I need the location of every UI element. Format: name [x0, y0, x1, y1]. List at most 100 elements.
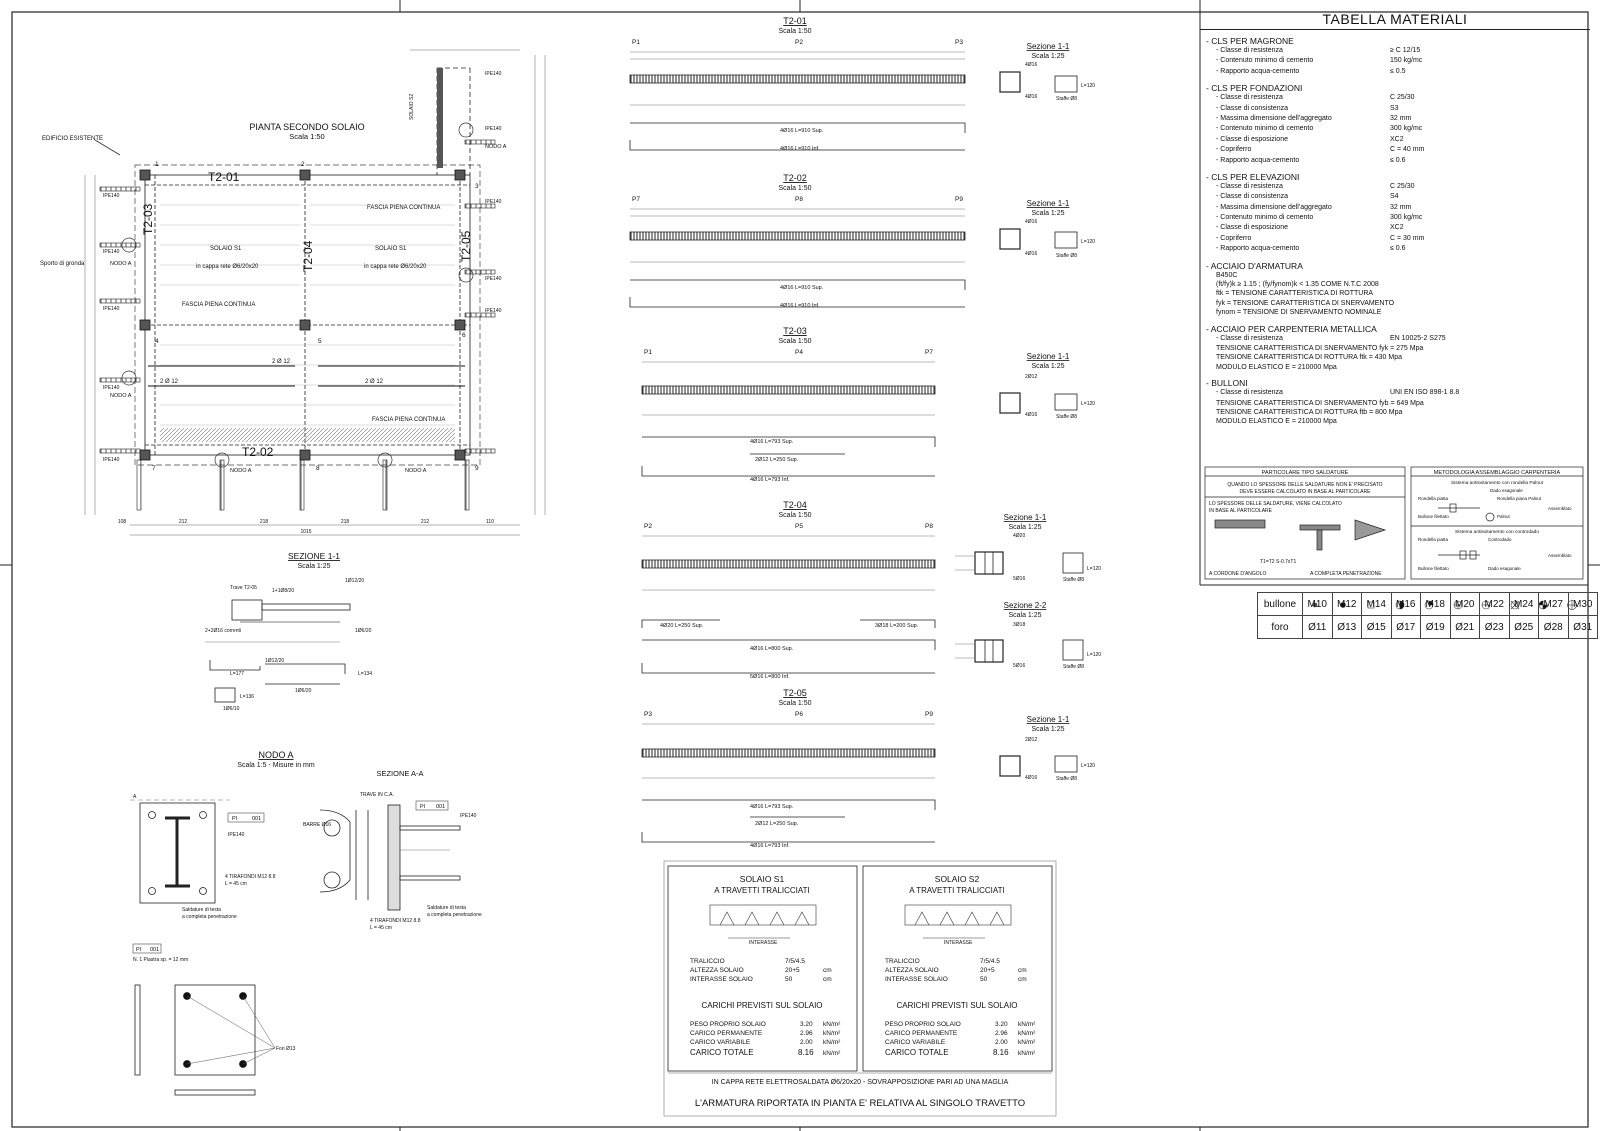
nodo-title: NODO A — [258, 750, 293, 760]
carico-value: 3.20 — [800, 1021, 813, 1028]
rebar-note: 1Ø12/20 — [265, 658, 284, 664]
beam-label-t2-02: T2-02 — [242, 445, 274, 459]
stirrup-length: L=120 — [1081, 239, 1095, 245]
beam-title: T2-05 — [783, 688, 807, 698]
support-label: P3 — [955, 39, 963, 46]
materials-line: fyk = TENSIONE CARATTERISTICA DI SNERVAM… — [1216, 299, 1395, 307]
support-label: P5 — [795, 523, 803, 530]
rebar-inf-label: 4Ø16 L=793 Inf. — [750, 477, 790, 483]
carico-unit: kN/m² — [823, 1021, 841, 1028]
solaio-row-value: 20+5 — [980, 967, 995, 974]
carico-value: 2.96 — [995, 1030, 1008, 1037]
materials-value: 32 mm — [1390, 114, 1412, 122]
rebar-note: 1Ø6/20 — [355, 628, 372, 634]
stirrup-length: L=120 — [1081, 83, 1095, 89]
tirafondi-length: L = 45 cm — [225, 881, 247, 887]
section-bar-label: 2Ø12 — [1025, 737, 1037, 743]
saldature-note: DEVE ESSERE CALCOLATO IN BASE AL PARTICO… — [1240, 489, 1372, 495]
solaio-row-unit: cm — [823, 967, 832, 974]
ipe-label: IPE140 — [485, 276, 502, 282]
materials-line: TENSIONE CARATTERISTICA DI ROTTURA ftk =… — [1216, 354, 1402, 362]
materials-key: - Copriferro — [1216, 146, 1252, 154]
hole-size: Ø28 — [1538, 615, 1569, 639]
solaio-s1-label: SOLAIO S1 — [210, 246, 242, 252]
bolt-size: M14 — [1361, 592, 1392, 616]
materials-row: - Classe di resistenza≥ C 12/15 — [1216, 46, 1590, 56]
beam-t2-02: T2-02 Scala 1:50 P7 P8 P9 4Ø16 L=910 Sup… — [629, 173, 966, 309]
section-1-1-small: SEZIONE 1-1 Scala 1:25 Trave T2-05 1+1Ø8… — [205, 551, 372, 712]
metodologia-note: Sistema antisvitamento con rondella Paln… — [1451, 480, 1544, 486]
beam-scale: Scala 1:50 — [778, 700, 811, 707]
materials-value: S4 — [1390, 193, 1399, 201]
section-bar-label: 2Ø12 — [1025, 374, 1037, 380]
hole-size: Ø15 — [1361, 615, 1392, 639]
tirafondi-note: 4 TIRAFONDI M12 8.8 — [225, 874, 276, 880]
support-label: P8 — [925, 523, 933, 530]
section-title: Sezione 2-2 — [1004, 601, 1047, 610]
section-t2-05: Sezione 1-1 Scala 1:25 2Ø12 4Ø16 L=120 S… — [999, 715, 1095, 782]
rebar-inf-label: 5Ø16 L=800 Inf. — [750, 674, 790, 680]
solaio-row-label: INTERASSE SOLAIO — [885, 976, 948, 983]
bolt-size: M30 — [1567, 592, 1598, 616]
bolt-row-label: bullone — [1257, 592, 1303, 616]
materials-value: 300 kg/mc — [1390, 214, 1423, 222]
node-number: 1 — [155, 161, 159, 168]
materials-line: TENSIONE CARATTERISTICA DI SNERVAMENTO f… — [1216, 399, 1424, 407]
section-bar-label: 4Ø16 — [1025, 412, 1037, 418]
section-title: Sezione 1-1 — [1004, 513, 1047, 522]
staffe-label: Staffe Ø8 — [1056, 253, 1077, 259]
bolt-size: M20 — [1449, 592, 1480, 616]
rebar-label: 2 Ø 12 — [160, 379, 179, 385]
support-label: P7 — [925, 349, 933, 356]
beam-title: T2-03 — [783, 326, 807, 336]
saldature-box: PARTICOLARE TIPO SALDATURE QUANDO LO SPE… — [1204, 466, 1406, 580]
solaio-rete-label: in cappa rete Ø6/20x20 — [364, 264, 427, 270]
section-bar-label: 4Ø16 — [1025, 219, 1037, 225]
rebar-note: 1Ø6/10 — [223, 706, 240, 712]
hole-row: foro Ø11 Ø13 Ø15 Ø17 Ø19 Ø21 Ø23 Ø25 Ø28… — [1257, 615, 1598, 639]
support-label: P9 — [925, 711, 933, 718]
metodologia-title: METODOLOGIA ASSEMBLAGGIO CARPENTERIA — [1434, 470, 1561, 476]
carico-value: 2.00 — [800, 1039, 813, 1046]
carico-unit: kN/m² — [823, 1030, 841, 1037]
beam-t2-01: T2-01 Scala 1:50 P1 P2 P3 4Ø16 L=910 Sup… — [629, 16, 966, 152]
dim-bottom: 108 — [118, 519, 127, 525]
stirrup-length: L=120 — [1081, 763, 1095, 769]
bolt-size: M24 — [1508, 592, 1539, 616]
materials-key: - Rapporto acqua-cemento — [1216, 67, 1300, 75]
solaio-subtitle: A TRAVETTI TRALICCIATI — [714, 886, 809, 895]
floor-plan: PIANTA SECONDO SOLAIO Scala 1:50 EDIFICI… — [40, 49, 546, 536]
carico-totale-label: CARICO TOTALE — [885, 1048, 949, 1057]
metodologia-note: Assemblato — [1548, 553, 1572, 558]
beam-t2-04: T2-04 Scala 1:50 P2 P5 P8 4Ø20 L=250 Sup… — [641, 500, 936, 680]
carico-totale-unit: kN/m² — [823, 1050, 841, 1057]
solaio-s1-label: SOLAIO S1 — [375, 246, 407, 252]
hole-size: Ø11 — [1302, 615, 1333, 639]
pl-label: PI — [420, 804, 426, 810]
ipe-label: IPE140 — [103, 193, 120, 199]
saldature-formula: T1=T2 S-0.7xT1 — [1260, 559, 1296, 565]
carichi-title: CARICHI PREVISTI SUL SOLAIO — [896, 1001, 1017, 1010]
section-title: Sezione 1-1 — [1027, 42, 1070, 51]
section-bar-label: 4Ø16 — [1025, 251, 1037, 257]
materials-section-title: - BULLONI — [1206, 378, 1248, 389]
materials-section-title: - ACCIAIO PER CARPENTERIA METALLICA — [1206, 323, 1377, 334]
saldature-note: IN BASE AL PARTICOLARE — [1209, 508, 1273, 514]
materials-line: MODULO ELASTICO E = 210000 Mpa — [1216, 363, 1337, 371]
materials-line: TENSIONE CARATTERISTICA DI ROTTURA ftb =… — [1216, 409, 1403, 417]
section-title: SEZIONE 1-1 — [288, 551, 340, 561]
materials-value: ≤ 0.6 — [1390, 156, 1406, 164]
node-number: 9 — [475, 465, 479, 472]
staffe-label: Staffe Ø8 — [1056, 96, 1077, 102]
beam-label-t2-05: T2-05 — [459, 230, 473, 262]
solaio-s1: SOLAIO S1 A TRAVETTI TRALICCIATI INTERAS… — [690, 874, 841, 1057]
bolt-row: bullone M10 M12 M14 M16 M18 M20 M22 M24 … — [1257, 592, 1598, 616]
section-bar-label: 4Ø16 — [1025, 94, 1037, 100]
section-title: Sezione 1-1 — [1027, 715, 1070, 724]
carico-unit: kN/m² — [823, 1039, 841, 1046]
materials-key: - Contenuto minimo di cemento — [1216, 125, 1314, 133]
nodo-label: NODO A — [230, 468, 252, 474]
beam-scale: Scala 1:50 — [778, 28, 811, 35]
materials-value: EN 10025-2 S275 — [1390, 334, 1446, 342]
